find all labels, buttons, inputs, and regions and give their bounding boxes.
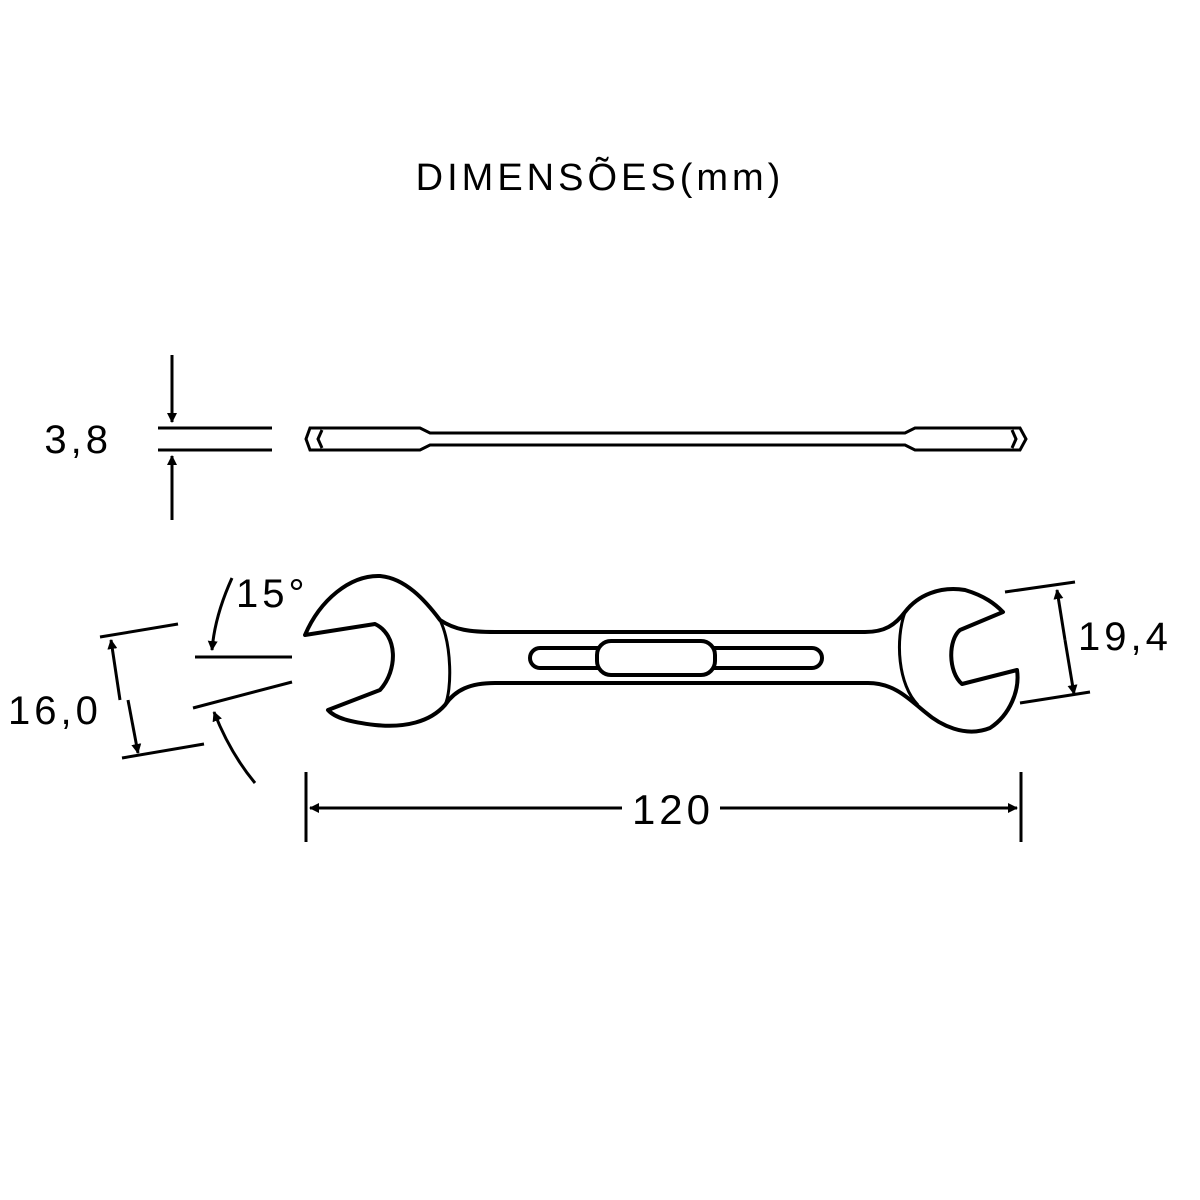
left-opening-dimension — [99, 577, 293, 784]
length-label: 120 — [632, 786, 714, 833]
side-view — [158, 355, 1028, 520]
small-opening-label: 16,0 — [8, 689, 102, 733]
thickness-label: 3,8 — [44, 418, 112, 462]
right-opening-dimension — [1004, 580, 1091, 705]
large-opening-label: 19,4 — [1078, 615, 1172, 659]
wrench-front-view — [303, 573, 1020, 734]
title: DIMENSÕES(mm) — [416, 155, 785, 199]
length-dimension — [304, 772, 1023, 842]
angle-label: 15° — [236, 572, 309, 616]
